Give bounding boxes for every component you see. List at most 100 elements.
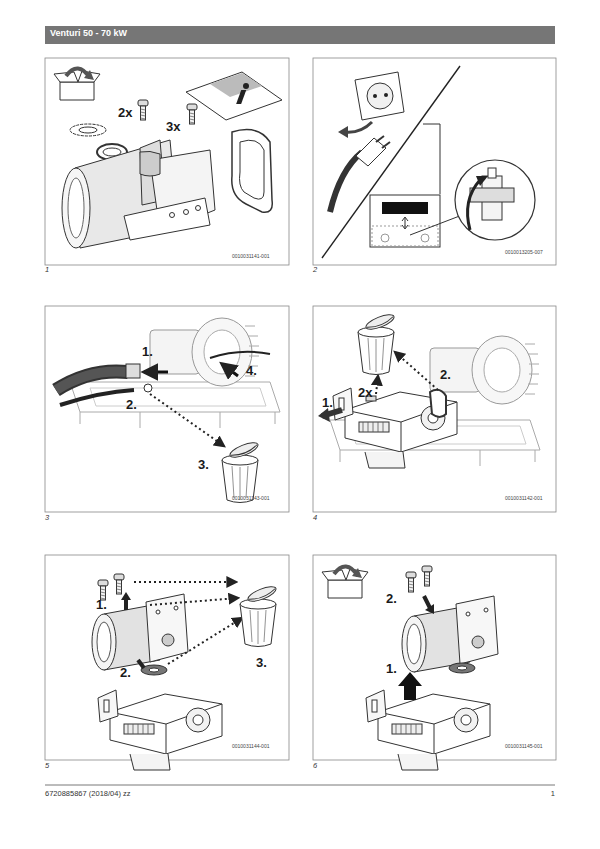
panel-frame xyxy=(45,58,556,760)
panel-frame xyxy=(313,58,556,265)
tube-fitting-panel xyxy=(422,566,432,586)
parts-panel xyxy=(170,213,175,218)
power-panel xyxy=(455,160,535,240)
callout-number: 2. xyxy=(386,592,397,606)
power-panel xyxy=(344,122,372,132)
valve-removal-panel xyxy=(430,390,446,417)
tube-removal-panel xyxy=(114,574,124,594)
disconnect-panel xyxy=(56,318,280,503)
parts-panel xyxy=(232,130,273,213)
callout-number: 2x xyxy=(358,386,372,400)
parts-panel xyxy=(54,68,282,248)
disconnect-panel xyxy=(56,371,128,390)
disconnect-panel xyxy=(56,371,128,390)
power-panel xyxy=(338,126,348,138)
callout-number: 1. xyxy=(386,662,397,676)
parts-panel xyxy=(186,72,282,120)
parts-panel xyxy=(210,73,262,97)
parts-panel xyxy=(243,83,249,89)
valve-removal-panel xyxy=(318,408,330,422)
parts-panel xyxy=(68,178,84,238)
power-panel xyxy=(421,234,429,242)
parts-panel xyxy=(79,127,97,133)
parts-panel xyxy=(187,104,197,124)
tube-removal-panel xyxy=(168,618,242,664)
footer-text: 6720885867 (2018/04) zz xyxy=(45,790,131,798)
parts-panel xyxy=(196,206,201,211)
power-panel xyxy=(468,180,480,230)
tube-fitting-panel xyxy=(322,566,368,598)
figure-number: 2 xyxy=(313,266,317,274)
parts-panel xyxy=(240,140,265,199)
callout-number: 1. xyxy=(142,345,153,359)
figure-id: 0010031141-001 xyxy=(232,254,269,260)
parts-panel xyxy=(184,210,189,215)
valve-removal-panel xyxy=(395,352,438,390)
figure-id: 0010031144-001 xyxy=(232,744,269,750)
power-panel xyxy=(373,94,377,98)
header-bar xyxy=(45,26,555,44)
power-panel xyxy=(376,136,390,148)
tube-fitting-panel xyxy=(406,572,416,592)
tube-fitting-panel xyxy=(322,566,498,770)
parts-panel xyxy=(70,124,106,136)
tube-fitting-panel xyxy=(366,690,490,770)
power-panel xyxy=(356,138,386,166)
power-panel xyxy=(476,176,488,186)
callout-number: 2. xyxy=(120,666,131,680)
valve-removal-panel xyxy=(376,376,378,394)
disconnect-panel xyxy=(150,394,224,446)
panel-frame xyxy=(313,306,556,512)
disconnect-panel xyxy=(126,364,140,378)
figure-id: 0010013205-007 xyxy=(505,250,543,256)
valve-removal-panel xyxy=(358,312,396,375)
tube-fitting-panel xyxy=(449,663,475,673)
power-panel xyxy=(382,202,428,214)
tube-removal-panel xyxy=(134,581,236,583)
disconnect-panel xyxy=(222,364,238,376)
tube-removal-panel xyxy=(138,660,144,668)
parts-panel xyxy=(54,68,100,100)
figure-number: 6 xyxy=(313,762,317,770)
parts-panel xyxy=(236,90,246,104)
callout-number: 3x xyxy=(166,120,180,134)
footer-text: 1 xyxy=(551,790,555,798)
parts-panel xyxy=(140,151,160,176)
valve-removal-panel xyxy=(318,312,540,468)
figure-number: 5 xyxy=(45,762,49,770)
figure-id: 0010031142-001 xyxy=(505,496,542,502)
parts-panel xyxy=(138,100,148,120)
power-panel xyxy=(367,83,393,109)
tube-fitting-panel xyxy=(402,596,498,672)
tube-fitting-panel xyxy=(424,596,430,608)
tube-removal-panel xyxy=(92,594,188,670)
tube-removal-panel xyxy=(98,580,108,600)
tube-removal-panel xyxy=(92,574,278,770)
callout-number: 2x xyxy=(118,106,132,120)
panel-frame xyxy=(45,306,289,512)
disconnect-panel xyxy=(60,390,134,405)
figure-number: 1 xyxy=(45,266,49,274)
power-panel xyxy=(423,124,440,194)
callout-number: 3. xyxy=(256,656,267,670)
tube-removal-panel xyxy=(121,592,131,600)
figure-id: 0010031145-001 xyxy=(505,744,542,750)
tube-removal-panel xyxy=(150,598,238,605)
disconnect-panel xyxy=(144,384,152,392)
callout-number: 1. xyxy=(322,396,333,410)
power-panel xyxy=(370,195,440,247)
page-title: Venturi 50 - 70 kW xyxy=(50,29,127,39)
power-panel xyxy=(322,66,460,258)
disconnect-panel xyxy=(144,371,168,374)
figure-id: 0010031143-001 xyxy=(232,496,269,502)
figure-number: 4 xyxy=(313,514,317,522)
parts-panel xyxy=(124,198,210,240)
power-panel xyxy=(330,152,362,212)
tube-removal-panel xyxy=(98,690,222,770)
power-panel xyxy=(322,66,535,258)
valve-removal-panel xyxy=(430,336,539,404)
footer-rule xyxy=(45,785,555,786)
power-panel xyxy=(470,188,514,202)
